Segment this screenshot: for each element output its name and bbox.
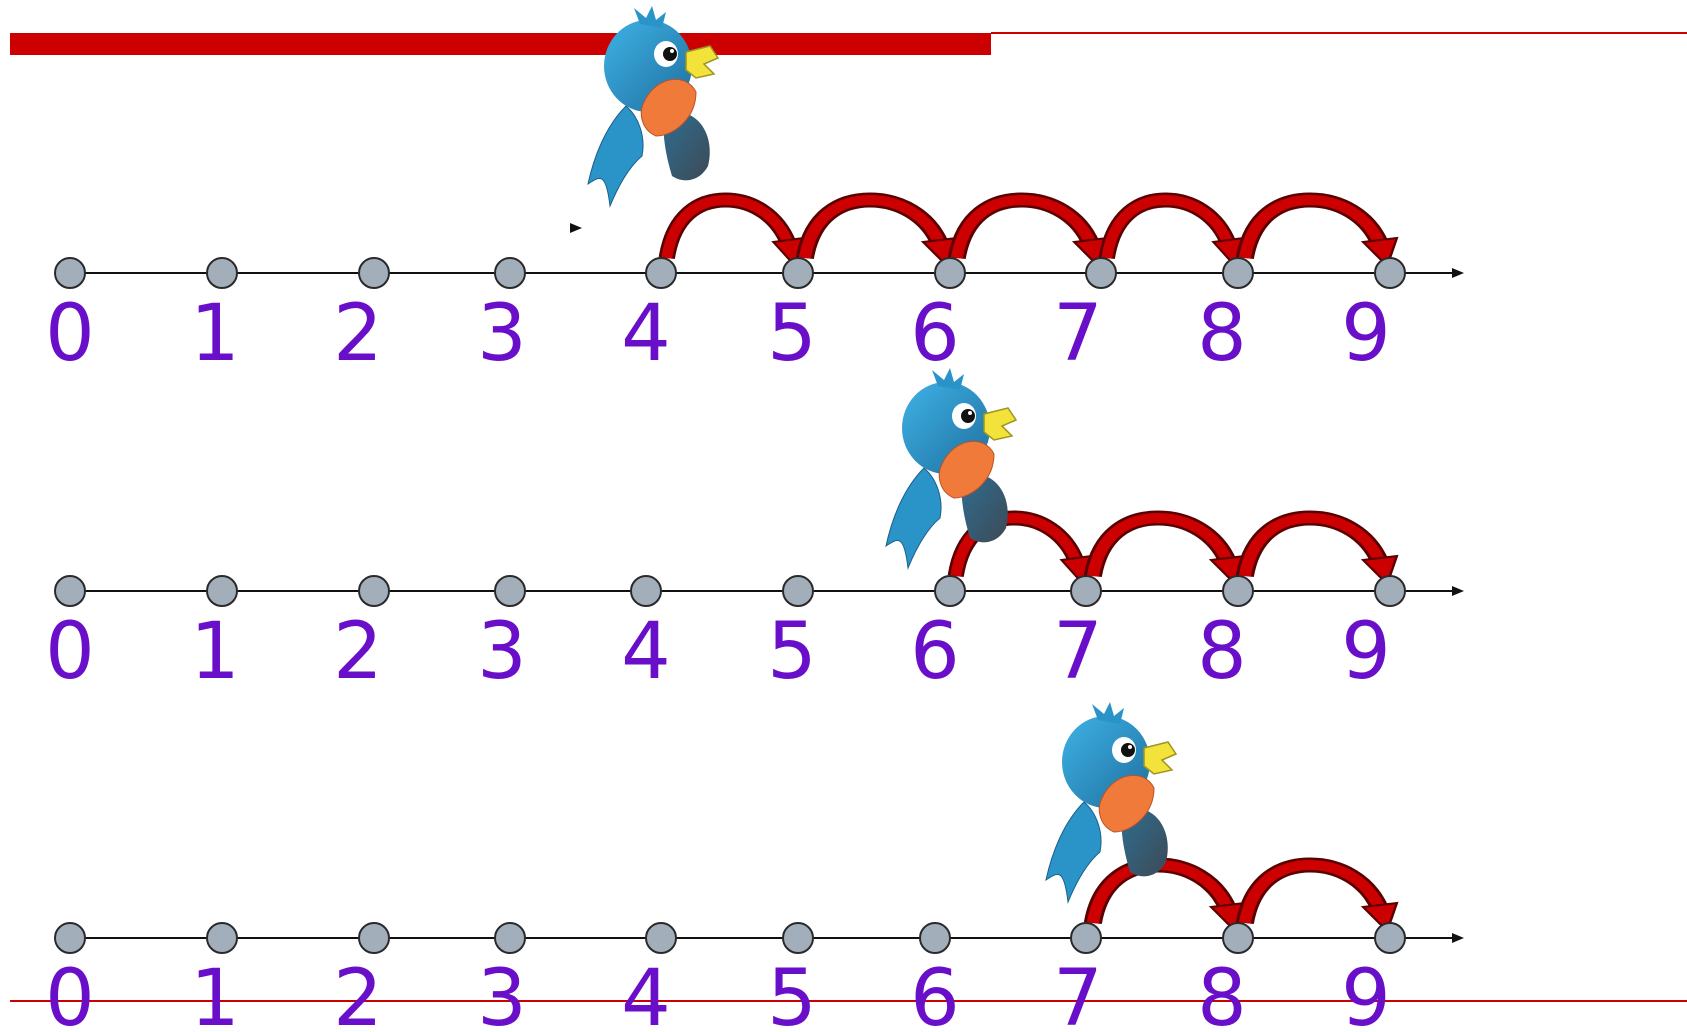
- tick-label: 3: [477, 289, 527, 379]
- hop-arrow: [805, 200, 957, 266]
- tick-label: 2: [333, 954, 383, 1032]
- number-line-3: 0 1 2 3 4 5 6 7 8 9: [45, 702, 1464, 1032]
- hop-arrow: [1093, 518, 1245, 584]
- tick-label: 4: [621, 607, 671, 697]
- tick-dot-4: [646, 258, 676, 288]
- tick-label: 8: [1197, 607, 1247, 697]
- tick-dot-6: [935, 576, 965, 606]
- tick-label: 3: [477, 954, 527, 1032]
- tick-label: 1: [190, 954, 240, 1032]
- tick-label: 6: [910, 954, 960, 1032]
- number-line-1: 0 1 2 3 4 5 6 7 8 9: [45, 6, 1464, 379]
- pointer-icon: [570, 223, 582, 233]
- tick-dot-2: [359, 576, 389, 606]
- tick-label: 4: [621, 289, 671, 379]
- tick-dot-9: [1375, 576, 1405, 606]
- tick-label: 6: [910, 607, 960, 697]
- tick-dot-5: [783, 923, 813, 953]
- hop-arrow: [1093, 865, 1245, 931]
- tick-dot-7: [1071, 576, 1101, 606]
- tick-label: 2: [333, 607, 383, 697]
- bluebird-icon: [1046, 702, 1176, 902]
- axis-arrowhead: [1452, 586, 1464, 596]
- tick-label: 7: [1053, 607, 1103, 697]
- tick-label: 9: [1341, 607, 1391, 697]
- hop-arrow: [1245, 200, 1397, 266]
- axis-arrowhead: [1452, 268, 1464, 278]
- tick-dot-4: [631, 576, 661, 606]
- tick-label: 0: [45, 954, 95, 1032]
- tick-dot-6: [935, 258, 965, 288]
- number-line-2: 0 1 2 3 4 5 6 7 8 9: [45, 368, 1464, 697]
- tick-dot-8: [1223, 576, 1253, 606]
- tick-dot-8: [1223, 258, 1253, 288]
- tick-label: 6: [910, 289, 960, 379]
- tick-dot-0: [55, 258, 85, 288]
- tick-label: 7: [1053, 954, 1103, 1032]
- tick-dot-9: [1375, 923, 1405, 953]
- tick-label: 2: [333, 289, 383, 379]
- tick-dot-3: [495, 576, 525, 606]
- tick-dot-1: [207, 576, 237, 606]
- tick-label: 5: [767, 607, 817, 697]
- tick-dot-7: [1071, 923, 1101, 953]
- tick-dot-1: [207, 923, 237, 953]
- tick-dot-0: [55, 576, 85, 606]
- tick-label: 3: [477, 607, 527, 697]
- tick-dot-6: [920, 923, 950, 953]
- hop-arrow: [1245, 865, 1397, 931]
- tick-dot-2: [359, 923, 389, 953]
- tick-label: 9: [1341, 289, 1391, 379]
- tick-dot-1: [207, 258, 237, 288]
- tick-label: 0: [45, 607, 95, 697]
- tick-label: 7: [1053, 289, 1103, 379]
- hop-arrow: [1107, 200, 1244, 266]
- tick-dot-3: [495, 258, 525, 288]
- tick-dot-9: [1375, 258, 1405, 288]
- hop-arrow: [667, 200, 804, 266]
- tick-label: 9: [1341, 954, 1391, 1032]
- tick-dot-0: [55, 923, 85, 953]
- tick-label: 4: [621, 954, 671, 1032]
- tick-label: 8: [1197, 954, 1247, 1032]
- tick-dot-8: [1223, 923, 1253, 953]
- tick-dot-5: [783, 258, 813, 288]
- tick-dot-5: [783, 576, 813, 606]
- bluebird-icon: [886, 368, 1016, 568]
- tick-dot-7: [1086, 258, 1116, 288]
- tick-dot-2: [359, 258, 389, 288]
- tick-label: 0: [45, 289, 95, 379]
- tick-label: 1: [190, 289, 240, 379]
- axis-arrowhead: [1452, 933, 1464, 943]
- title-bar-accent: [10, 33, 991, 55]
- tick-dot-3: [495, 923, 525, 953]
- tick-label: 1: [190, 607, 240, 697]
- tick-label: 8: [1197, 289, 1247, 379]
- tick-dot-4: [646, 923, 676, 953]
- tick-label: 5: [767, 289, 817, 379]
- hop-arrow: [1245, 518, 1397, 584]
- hop-arrow: [957, 200, 1108, 266]
- tick-label: 5: [767, 954, 817, 1032]
